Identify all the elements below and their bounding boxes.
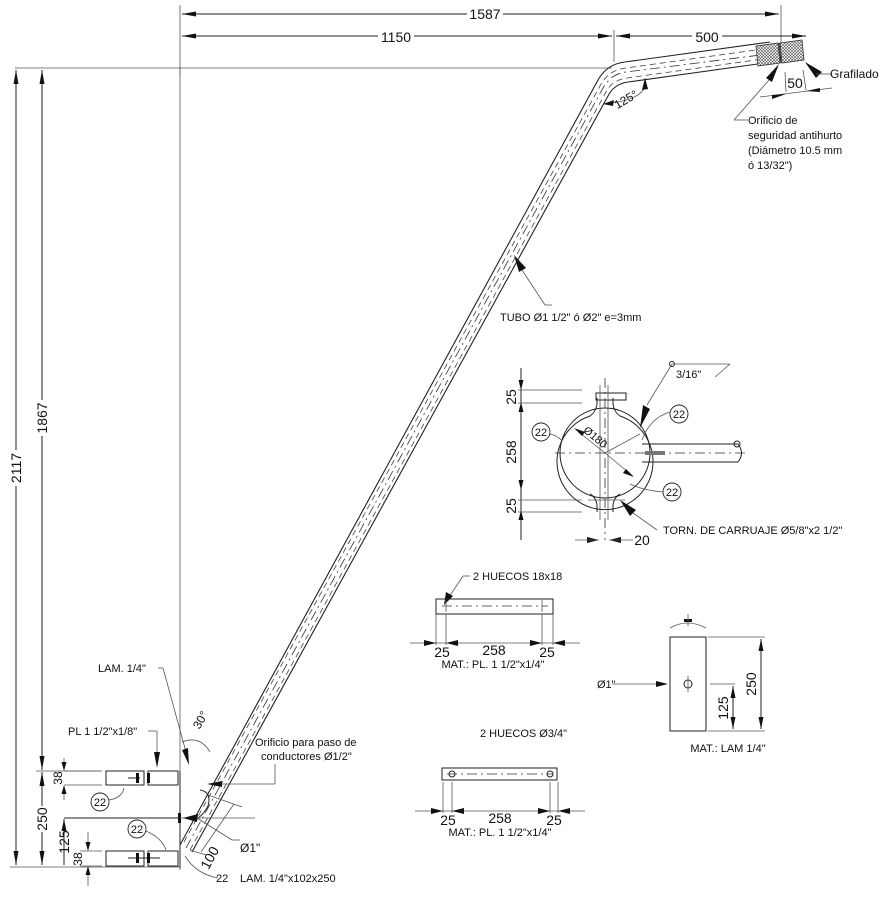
dim-50-label: 50 [787, 75, 803, 91]
strap2-dim-mid: 258 [488, 810, 512, 826]
weld-22-plate: 22 [216, 873, 228, 885]
upper-strap [105, 770, 179, 786]
pipe-callout: TUBO Ø1 1/2" ó Ø2" e=3mm [500, 255, 641, 324]
antitheft-line-2: seguridad antihurto [748, 130, 842, 142]
weld-22-lower: 22 [131, 824, 143, 836]
dim-38-upper: 38 [51, 758, 102, 800]
dim-1587: 1587 [179, 5, 782, 75]
weld-callout-plate: 22 [184, 855, 228, 885]
strap2-title: 2 HUECOS Ø3/4" [480, 728, 567, 740]
plate-material: MAT.: LAM 1/4" [690, 743, 765, 755]
plate-detail: Ø1" 250 125 MAT.: LAM 1/4" [597, 614, 766, 755]
dim-38-upper-label: 38 [51, 771, 65, 785]
antitheft-hole-callout: Orificio de seguridad antihurto (Diámetr… [733, 64, 842, 172]
plate-hole-height-label: 125 [715, 696, 731, 720]
strap-detail-1: 2 HUECOS 18x18 25 258 25 MAT.: PL. 1 1/2… [410, 571, 580, 671]
pipe-label: TUBO Ø1 1/2" ó Ø2" e=3mm [500, 312, 641, 324]
strap-detail-2: 2 HUECOS Ø3/4" 25 258 25 MAT.: PL. 1 1/2… [415, 728, 585, 839]
hole-1in-label: Ø1" [240, 841, 260, 855]
dim-500-label: 500 [695, 29, 719, 45]
plate-hole-label: Ø1" [597, 679, 616, 691]
dim-1587-label: 1587 [469, 6, 500, 22]
dim-38-lower-label: 38 [71, 852, 85, 866]
clamp-weld-2: 22 [535, 427, 547, 439]
dim-1150: 1150 [182, 28, 615, 62]
lam-label: LAM. 1/4" [98, 663, 146, 675]
base-angle-label: 30° [190, 708, 211, 731]
lower-strap [105, 850, 179, 867]
knurled-end [755, 39, 805, 67]
bend-angle: 125° [602, 77, 648, 112]
strap1-material: MAT.: PL. 1 1/2"x1/4" [442, 659, 545, 671]
antitheft-line-3: (Diámetro 10.5 mm [748, 145, 842, 157]
conductor-label-1: Orificio para paso de [255, 737, 357, 749]
knurl-callout: Grafilado [805, 62, 879, 81]
dim-500: 500 [616, 28, 806, 45]
dim-2117: 2117 [8, 70, 180, 868]
lam-plate-label: LAM. 1/4"x102x250 [240, 873, 336, 885]
pl-strap-callout: PL 1 1/2"x1/8" [68, 726, 160, 768]
clamp-dim-top: 25 [503, 389, 519, 405]
clamp-weld-3: 22 [666, 487, 678, 499]
weld-callout-lower: 22 [127, 819, 167, 851]
strap2-dim-left: 25 [440, 812, 456, 828]
clamp-weld-1: 22 [673, 409, 685, 421]
dim-50: 50 [759, 69, 833, 99]
pl-strap-label: PL 1 1/2"x1/8" [68, 726, 137, 738]
weld-callout-upper: 22 [90, 787, 125, 812]
strap1-dim-right: 25 [539, 644, 555, 660]
lam-callout: LAM. 1/4" [98, 663, 189, 765]
clamp-dim-gap: 20 [634, 532, 650, 548]
strap1-dim-mid: 258 [482, 642, 506, 658]
clamp-detail: 25 258 25 Ø180 3/16" [503, 361, 842, 548]
dim-100: 100 [189, 794, 243, 872]
strap1-title: 2 HUECOS 18x18 [473, 571, 562, 583]
dim-125-label: 125 [56, 830, 72, 854]
conductor-hole-callout: Orificio para paso de conductores Ø1/2" [197, 737, 357, 819]
dim-125: 125 [56, 817, 180, 865]
bend-angle-label: 125° [612, 87, 641, 112]
strap2-dim-right: 25 [546, 812, 562, 828]
strap1-dim-left: 25 [434, 644, 450, 660]
dim-100-label: 100 [197, 843, 222, 871]
clamp-bolt-label: TORN. DE CARRUAJE Ø5/8"x2 1/2" [663, 525, 842, 537]
knurl-label: Grafilado [830, 67, 879, 81]
clamp-weld-size: 3/16" [676, 369, 701, 381]
antitheft-line-4: ó 13/32") [748, 160, 792, 172]
weld-22-upper: 22 [94, 797, 106, 809]
conductor-label-2: conductores Ø1/2" [261, 751, 352, 763]
dim-1867-label: 1867 [34, 402, 50, 433]
base-angle: 30° [181, 708, 211, 753]
clamp-dim-mid: 258 [503, 440, 519, 464]
dim-250-label: 250 [34, 807, 50, 831]
dim-2117-label: 2117 [8, 453, 24, 483]
dim-1150-label: 1150 [381, 29, 411, 45]
hole-1in-callout: Ø1" [180, 814, 260, 855]
dim-38-lower: 38 [71, 832, 102, 886]
hole-mark [178, 813, 181, 823]
dim-1867: 1867 [34, 70, 50, 770]
strap2-material: MAT.: PL. 1 1/2"x1/4" [449, 827, 552, 839]
antitheft-line-1: Orificio de [748, 115, 798, 127]
clamp-dim-bottom: 25 [503, 498, 519, 514]
plate-height-label: 250 [743, 672, 759, 696]
pipe-arm [179, 41, 801, 853]
